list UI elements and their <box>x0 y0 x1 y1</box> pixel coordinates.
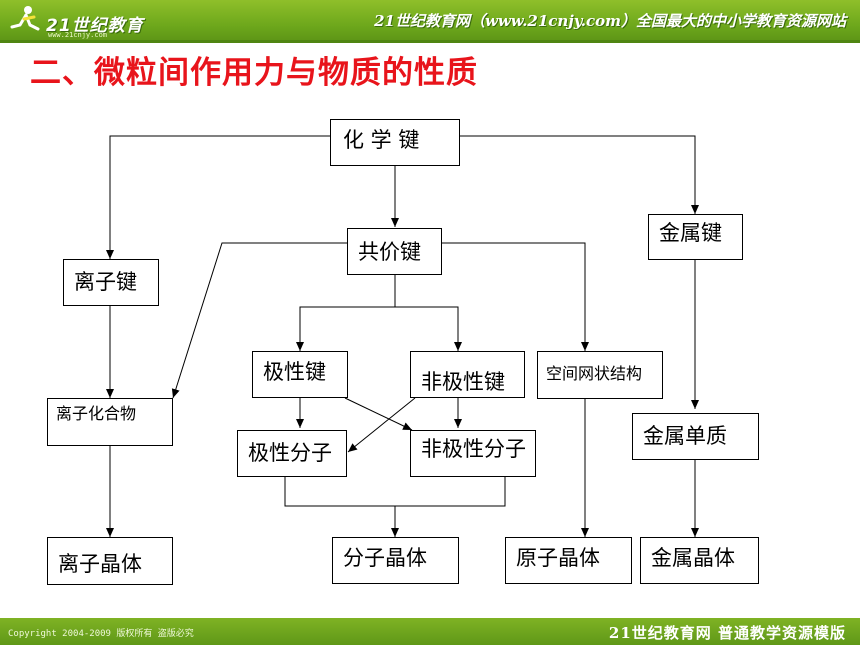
node-ionic-crystal: 离子晶体 <box>47 537 173 585</box>
node-ionic-bond: 离子键 <box>63 259 159 306</box>
node-metallic-crystal: 金属晶体 <box>640 537 759 584</box>
node-polar-molecule: 极性分子 <box>237 430 347 477</box>
node-nonpolar-bond: 非极性键 <box>410 351 525 398</box>
edge-nonpolarbond-polarmol <box>347 397 416 453</box>
slide-title: 二、微粒间作用力与物质的性质 <box>30 55 478 91</box>
copyright-text: Copyright 2004-2009 版权所有 盗版必究 <box>8 629 194 639</box>
site-tagline: 21世纪教育网（www.21cnjy.com）全国最大的中小学教育资源网站 <box>374 12 846 30</box>
node-molecular-crystal: 分子晶体 <box>332 537 459 584</box>
edge-chem-ionic <box>106 135 330 259</box>
node-atomic-crystal: 原子晶体 <box>505 537 632 584</box>
footer-bar <box>0 618 860 645</box>
edge-merge-molecules <box>284 477 506 507</box>
node-nonpolar-molecule: 非极性分子 <box>410 430 536 477</box>
node-metal-element: 金属单质 <box>632 413 759 460</box>
site-logo[interactable]: 21世纪教育 www.21cnjy.com <box>6 3 146 39</box>
edge-polarbond-nonpolarmol <box>344 397 413 431</box>
node-chemical-bond: 化 学 键 <box>330 119 460 166</box>
node-ionic-compound: 离子化合物 <box>47 398 173 446</box>
footer-site-label[interactable]: 21世纪教育网 普通教学资源模版 <box>608 624 846 642</box>
node-network-structure: 空间网状结构 <box>537 351 663 399</box>
edge-to-nonpolar-bond <box>395 306 462 351</box>
header-divider <box>0 40 860 43</box>
node-covalent-bond: 共价键 <box>347 228 442 275</box>
header-bar <box>0 0 860 42</box>
node-metallic-bond: 金属键 <box>648 214 743 260</box>
runner-logo-icon <box>10 6 40 31</box>
logo-text: 21世纪教育 <box>46 16 144 36</box>
edge-to-polar-bond <box>296 306 395 351</box>
edge-chem-metal <box>460 135 699 214</box>
edge-covalent-network <box>442 242 589 351</box>
logo-url: www.21cnjy.com <box>48 31 108 39</box>
node-polar-bond: 极性键 <box>252 351 348 398</box>
